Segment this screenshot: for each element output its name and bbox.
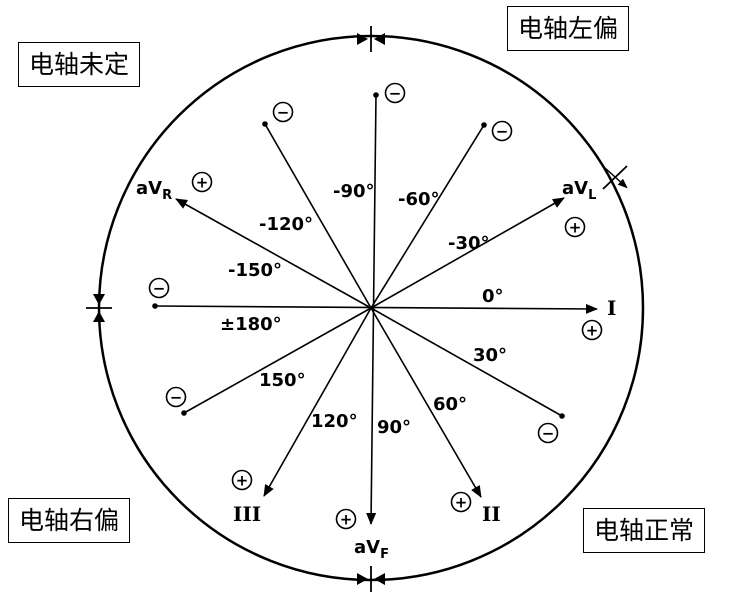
svg-text:−: − bbox=[170, 389, 183, 407]
positive-sign-aVR: + bbox=[191, 171, 213, 193]
negative-III-axis bbox=[370, 122, 487, 309]
angle-label-30: 30° bbox=[473, 345, 507, 366]
negative-aVL-axis bbox=[181, 307, 372, 416]
svg-text:+: + bbox=[586, 322, 599, 340]
svg-text:+: + bbox=[569, 219, 582, 237]
negative-sign-aVF: − bbox=[384, 82, 406, 104]
angle-label-0: 0° bbox=[482, 286, 504, 307]
svg-text:−: − bbox=[389, 85, 402, 103]
svg-text:+: + bbox=[455, 494, 468, 512]
angle-label-plusminus-180: ±180° bbox=[220, 314, 282, 335]
left-axis-deviation-label: 电轴左偏 bbox=[507, 6, 630, 51]
angle-label-minus-30: -30° bbox=[448, 233, 490, 254]
angle-label-minus-120: -120° bbox=[259, 214, 313, 235]
svg-text:−: − bbox=[277, 104, 290, 122]
negative-sign-aVL: − bbox=[165, 386, 187, 408]
positive-sign-aVL: + bbox=[564, 216, 586, 238]
positive-sign-I: + bbox=[581, 319, 603, 341]
lead-III-axis bbox=[263, 307, 372, 497]
lead-aVF-label: aVF bbox=[354, 537, 389, 562]
negative-aVR-axis bbox=[370, 307, 565, 419]
svg-text:−: − bbox=[496, 123, 509, 141]
negative-sign-I: − bbox=[148, 277, 170, 299]
lead-aVL-axis bbox=[370, 197, 565, 309]
right-axis-deviation-label: 电轴右偏 bbox=[8, 498, 131, 543]
angle-label-60: 60° bbox=[433, 394, 467, 415]
boundary-marker-left bbox=[86, 294, 112, 322]
axis-undetermined-label: 电轴未定 bbox=[18, 42, 141, 87]
lead-aVR-axis bbox=[175, 198, 372, 309]
positive-sign-III: + bbox=[231, 469, 253, 491]
svg-text:−: − bbox=[153, 280, 166, 298]
angle-label-150: 150° bbox=[259, 370, 306, 391]
negative-sign-aVR: − bbox=[537, 422, 559, 444]
positive-sign-aVF: + bbox=[335, 508, 357, 530]
lead-III-label: III bbox=[233, 502, 261, 526]
negative-II-axis bbox=[262, 121, 372, 309]
lead-II-axis bbox=[370, 307, 482, 498]
svg-text:+: + bbox=[340, 511, 353, 529]
boundary-marker-bottom bbox=[357, 566, 385, 592]
angle-label-90: 90° bbox=[377, 417, 411, 438]
lead-aVR-label: aVR bbox=[136, 178, 172, 203]
angle-label-minus-90: -90° bbox=[333, 181, 375, 202]
angle-label-120: 120° bbox=[311, 411, 358, 432]
lead-I-label: I bbox=[607, 296, 616, 320]
svg-text:+: + bbox=[196, 174, 209, 192]
lead-aVL-label: aVL bbox=[562, 178, 596, 203]
angle-label-minus-150: -150° bbox=[228, 260, 282, 281]
svg-text:+: + bbox=[236, 472, 249, 490]
angle-label-minus-60: -60° bbox=[398, 189, 440, 210]
positive-sign-II: + bbox=[450, 491, 472, 513]
lead-I-axis bbox=[152, 303, 598, 314]
lead-II-label: II bbox=[482, 502, 501, 526]
normal-axis-label: 电轴正常 bbox=[583, 508, 706, 553]
boundary-marker-upper-right bbox=[602, 165, 628, 190]
svg-text:−: − bbox=[542, 425, 555, 443]
negative-sign-II: − bbox=[272, 101, 294, 123]
boundary-marker-top bbox=[357, 26, 385, 52]
negative-sign-III: − bbox=[491, 120, 513, 142]
